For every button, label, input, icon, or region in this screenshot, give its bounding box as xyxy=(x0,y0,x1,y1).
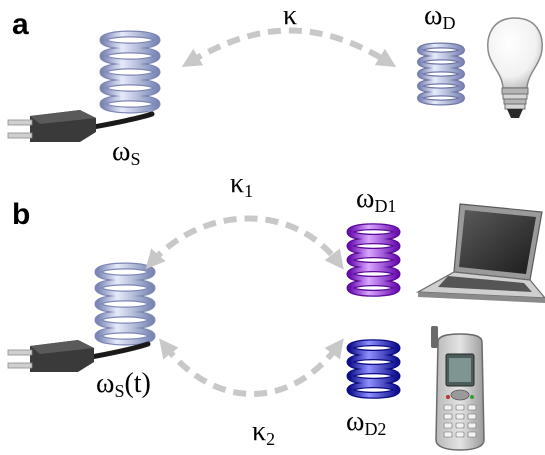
panel-b-letter: b xyxy=(12,198,30,231)
coupling-label-b1: κ1 xyxy=(230,168,253,201)
device-coil-b1 xyxy=(346,223,401,297)
source-coil-a xyxy=(99,30,161,117)
source-coil-b xyxy=(94,262,156,346)
source-frequency-label-b: ωS(t) xyxy=(96,368,151,401)
coupling-arrow-b2 xyxy=(159,338,344,397)
laptop-icon xyxy=(415,203,545,303)
light-bulb-icon xyxy=(487,17,543,118)
mobile-phone-icon xyxy=(431,326,485,451)
power-plug-icon xyxy=(7,110,155,142)
device-frequency-label-b1: ωD1 xyxy=(356,183,396,216)
device-coil-a xyxy=(417,42,466,106)
device-frequency-label-a: ωD xyxy=(424,0,455,33)
coupling-arrow-a xyxy=(181,27,397,68)
power-plug-icon xyxy=(7,340,151,372)
coupling-label-a: κ xyxy=(283,0,297,31)
coupling-arrow-b1 xyxy=(145,215,344,270)
device-coil-b2 xyxy=(346,339,401,399)
source-frequency-label-a: ωS xyxy=(112,136,140,169)
coupling-label-b2: κ2 xyxy=(252,416,275,449)
panel-a-letter: a xyxy=(12,8,29,41)
device-frequency-label-b2: ωD2 xyxy=(346,406,386,439)
